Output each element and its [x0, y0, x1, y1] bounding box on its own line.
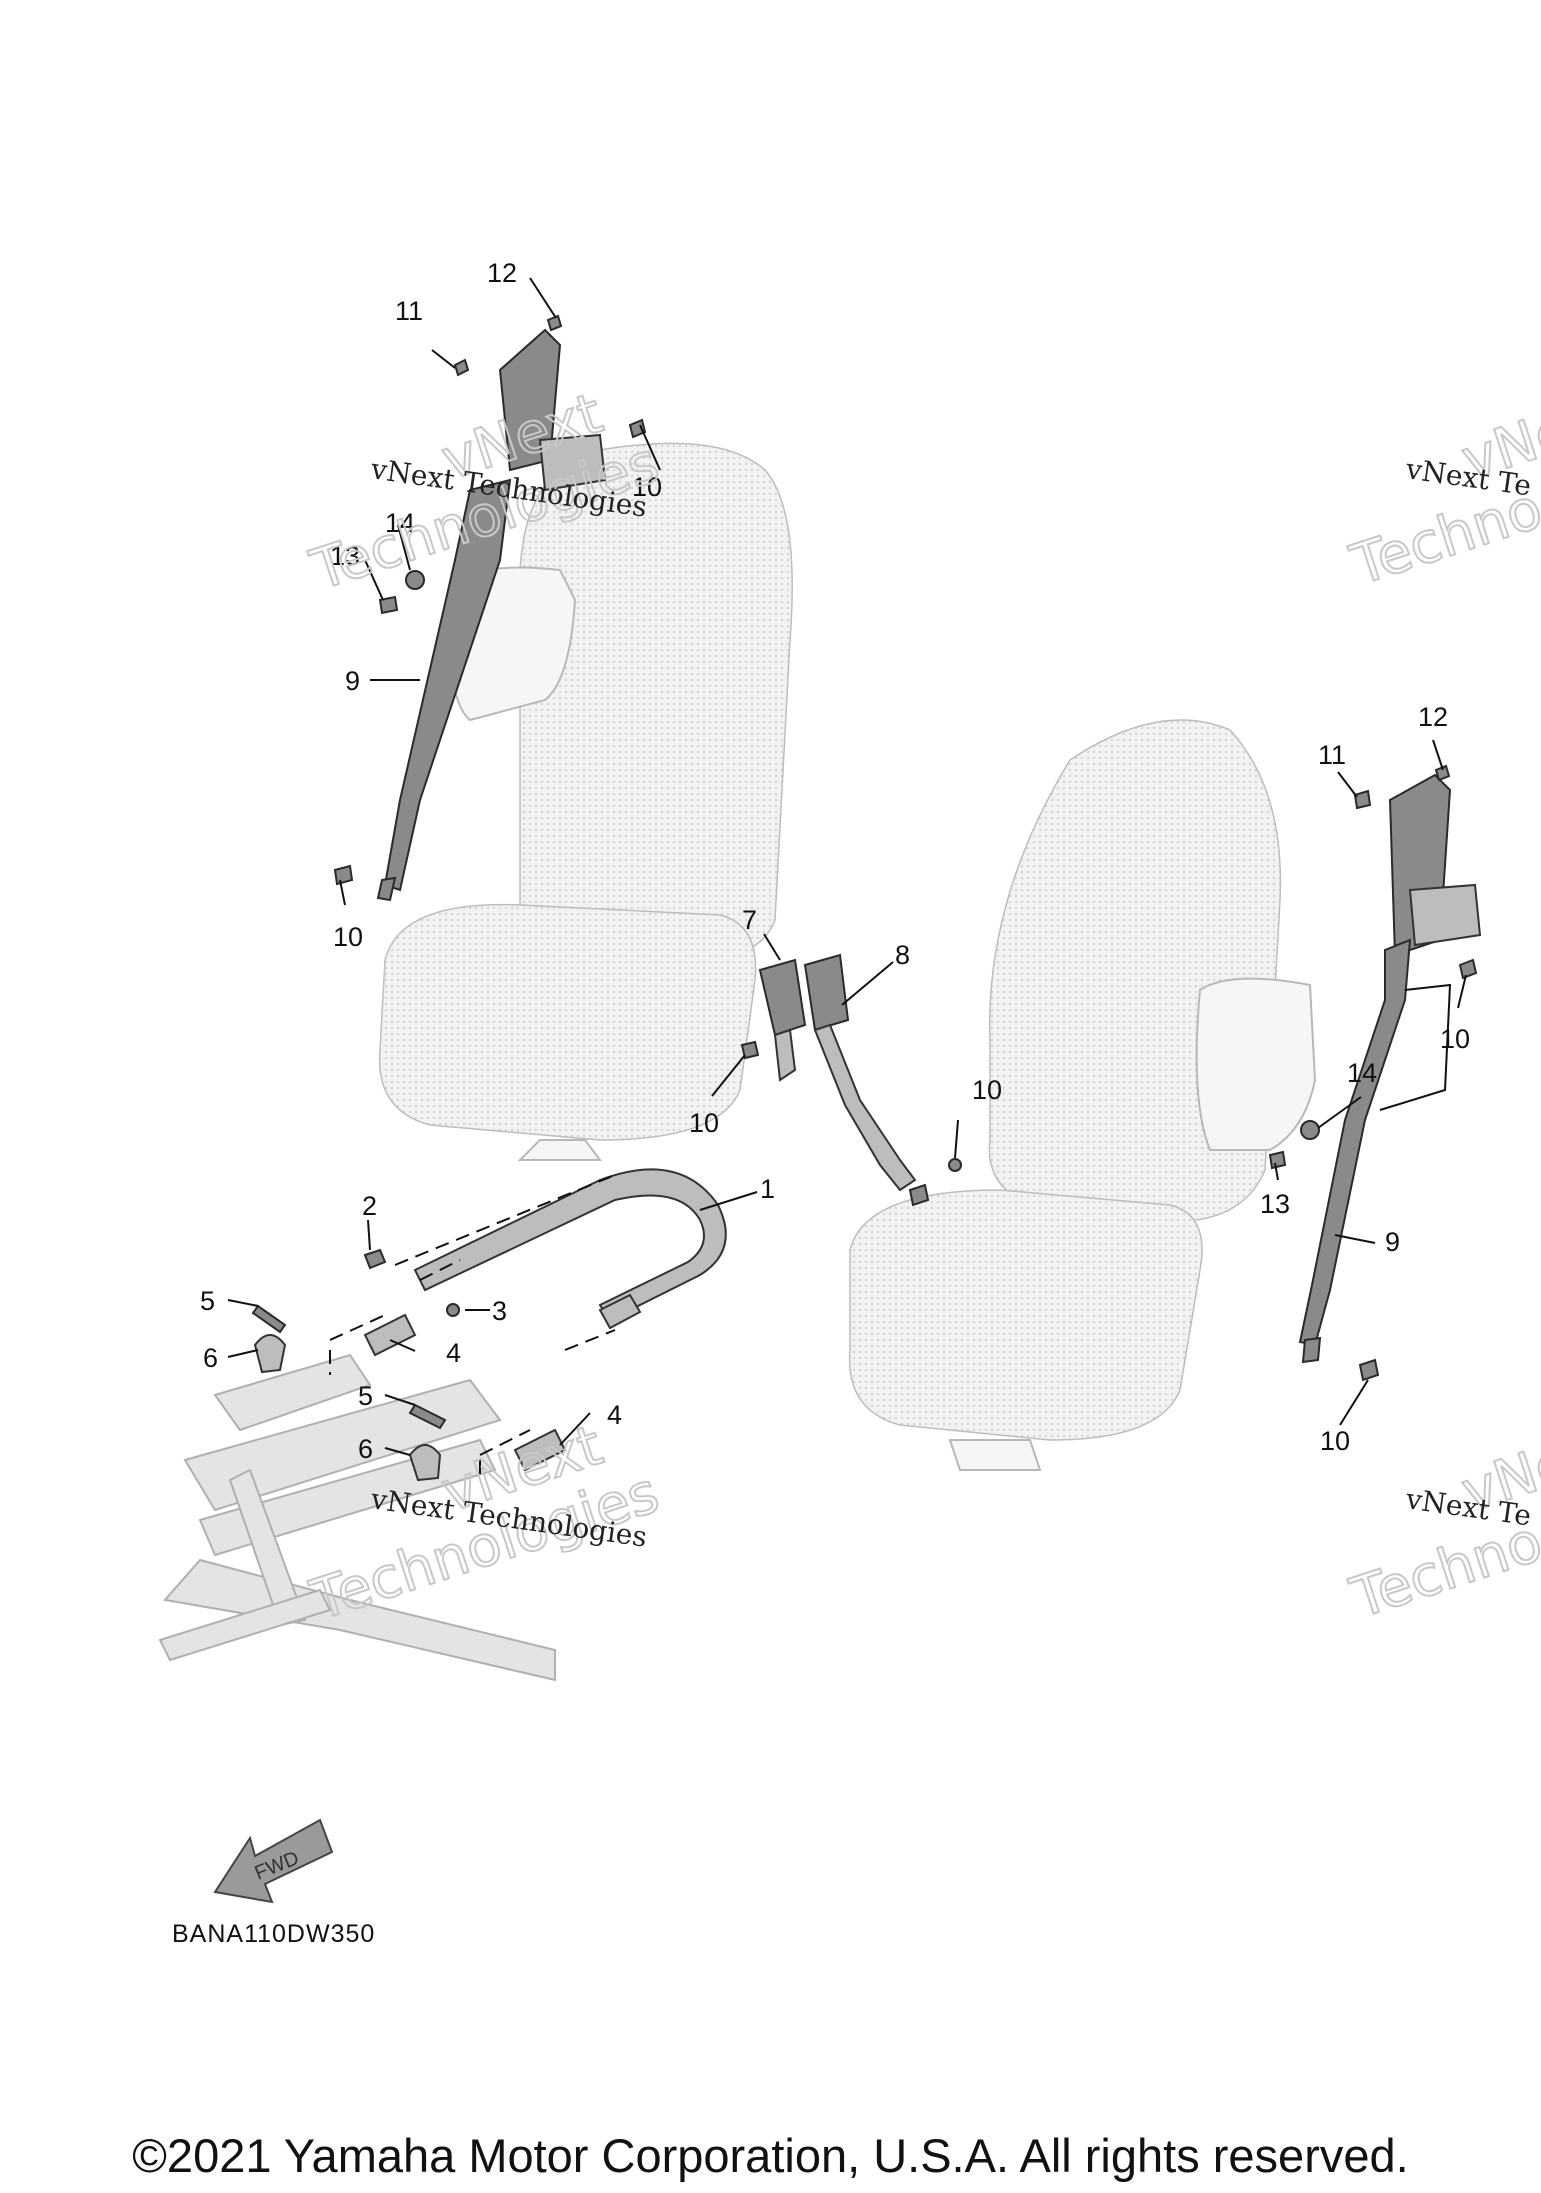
- callout-10-right-top: 10: [1440, 1024, 1470, 1054]
- assembly-lines: [329, 1174, 616, 1480]
- copyright-notice: ©2021 Yamaha Motor Corporation, U.S.A. A…: [132, 2129, 1409, 2182]
- callout-3: 3: [492, 1296, 507, 1326]
- callout-7: 7: [742, 905, 757, 935]
- right-seat: [848, 719, 1317, 1471]
- callout-10-center-left: 10: [689, 1108, 719, 1138]
- left-seatbelt-assembly: [333, 314, 647, 902]
- right-seatbelt-assembly: [1268, 764, 1482, 1382]
- callout-10-right-bottom: 10: [1320, 1426, 1350, 1456]
- callout-10-left-top: 10: [632, 472, 662, 502]
- callout-6-upper: 6: [203, 1343, 218, 1373]
- callout-2: 2: [362, 1191, 377, 1221]
- callout-4-upper: 4: [446, 1338, 461, 1368]
- watermark-lower-right: vNext Techno vNext Te: [1342, 1412, 1541, 1633]
- callout-4-lower: 4: [607, 1400, 622, 1430]
- fasteners-grab-bar: [251, 1248, 460, 1482]
- callout-11-right: 11: [1318, 740, 1346, 770]
- callout-14-right: 14: [1347, 1058, 1377, 1088]
- callout-11-left: 11: [395, 296, 423, 326]
- callout-5-lower: 5: [358, 1381, 373, 1411]
- callout-12-left: 12: [487, 258, 517, 288]
- callout-10-left-bottom: 10: [333, 922, 363, 952]
- callout-9-right: 9: [1385, 1227, 1400, 1257]
- callout-6-lower: 6: [358, 1434, 373, 1464]
- callout-9-left: 9: [345, 666, 360, 696]
- callout-labels: 12 11 10 14 13 9 10 7 8 10 10 1 2 3 4 5 …: [200, 258, 1470, 1464]
- callout-14-left: 14: [385, 508, 415, 538]
- callout-1: 1: [760, 1174, 775, 1204]
- left-seat: [378, 442, 793, 1161]
- callout-5-upper: 5: [200, 1286, 215, 1316]
- center-buckles: [740, 953, 962, 1207]
- watermark-upper-right: vNext Techno vNext Te: [1342, 380, 1541, 600]
- leader-lines: [227, 277, 1467, 1456]
- callout-10-center-right: 10: [972, 1075, 1002, 1105]
- callout-13-left: 13: [330, 541, 360, 571]
- fwd-arrow-icon: FWD: [213, 1818, 334, 1904]
- sleeve-part-4: [363, 1293, 642, 1472]
- callout-12-right: 12: [1418, 702, 1448, 732]
- grab-bar-part-1: [413, 1168, 727, 1322]
- callout-8: 8: [895, 940, 910, 970]
- diagram-code: BANA110DW350: [172, 1920, 375, 1948]
- callout-13-right: 13: [1260, 1189, 1290, 1219]
